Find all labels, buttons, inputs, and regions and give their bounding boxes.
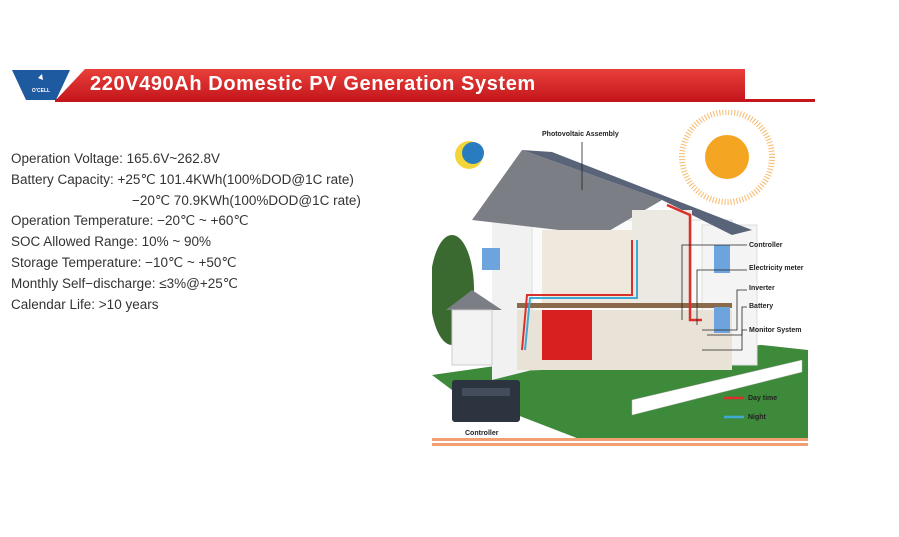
red-wall bbox=[542, 310, 592, 360]
label-inverter: Inverter bbox=[749, 285, 775, 292]
controller-device bbox=[452, 380, 520, 422]
spec-list: Operation Voltage: 165.6V~262.8V Battery… bbox=[11, 149, 361, 315]
page-title: 220V490Ah Domestic PV Generation System bbox=[90, 73, 536, 95]
pv-system-diagram: Photovoltaic Assembly Controller Electri… bbox=[432, 110, 808, 446]
spec-soc-range: SOC Allowed Range: 10% ~ 90% bbox=[11, 234, 211, 250]
legend-night-label: Night bbox=[748, 414, 767, 421]
window bbox=[714, 245, 730, 273]
label-battery: Battery bbox=[749, 303, 773, 310]
spec-battery-capacity: Battery Capacity: +25℃ 101.4KWh(100%DOD@… bbox=[11, 171, 354, 187]
spec-storage-temperature: Storage Temperature: −10℃ ~ +50℃ bbox=[11, 254, 237, 270]
spec-battery-capacity-cold: −20℃ 70.9KWh(100%DOD@1C rate) bbox=[132, 192, 361, 208]
fence bbox=[631, 359, 803, 416]
title-banner bbox=[55, 69, 745, 101]
label-photovoltaic-assembly: Photovoltaic Assembly bbox=[542, 131, 619, 138]
window bbox=[482, 248, 500, 270]
label-controller-device: Controller bbox=[465, 430, 499, 437]
spec-operation-voltage: Operation Voltage: 165.6V~262.8V bbox=[11, 151, 221, 166]
solar-panel-roof bbox=[522, 150, 752, 235]
label-electricity-meter: Electricity meter bbox=[749, 265, 804, 272]
ocell-logo: O'CELL bbox=[12, 70, 70, 100]
label-monitor-system: Monitor System bbox=[749, 327, 802, 334]
svg-text:O'CELL: O'CELL bbox=[32, 88, 50, 94]
window bbox=[714, 307, 730, 333]
spec-operation-temperature: Operation Temperature: −20℃ ~ +60℃ bbox=[11, 213, 249, 229]
banner-underline bbox=[55, 99, 815, 102]
spec-calendar-life: Calendar Life: >10 years bbox=[11, 296, 159, 312]
label-controller: Controller bbox=[749, 242, 783, 249]
spec-self-discharge: Monthly Self−discharge: ≤3%@+25℃ bbox=[11, 275, 238, 291]
sun-icon bbox=[679, 110, 775, 205]
legend-day-label: Day time bbox=[748, 395, 777, 402]
roof-left bbox=[472, 150, 662, 235]
moon-icon bbox=[455, 141, 484, 169]
